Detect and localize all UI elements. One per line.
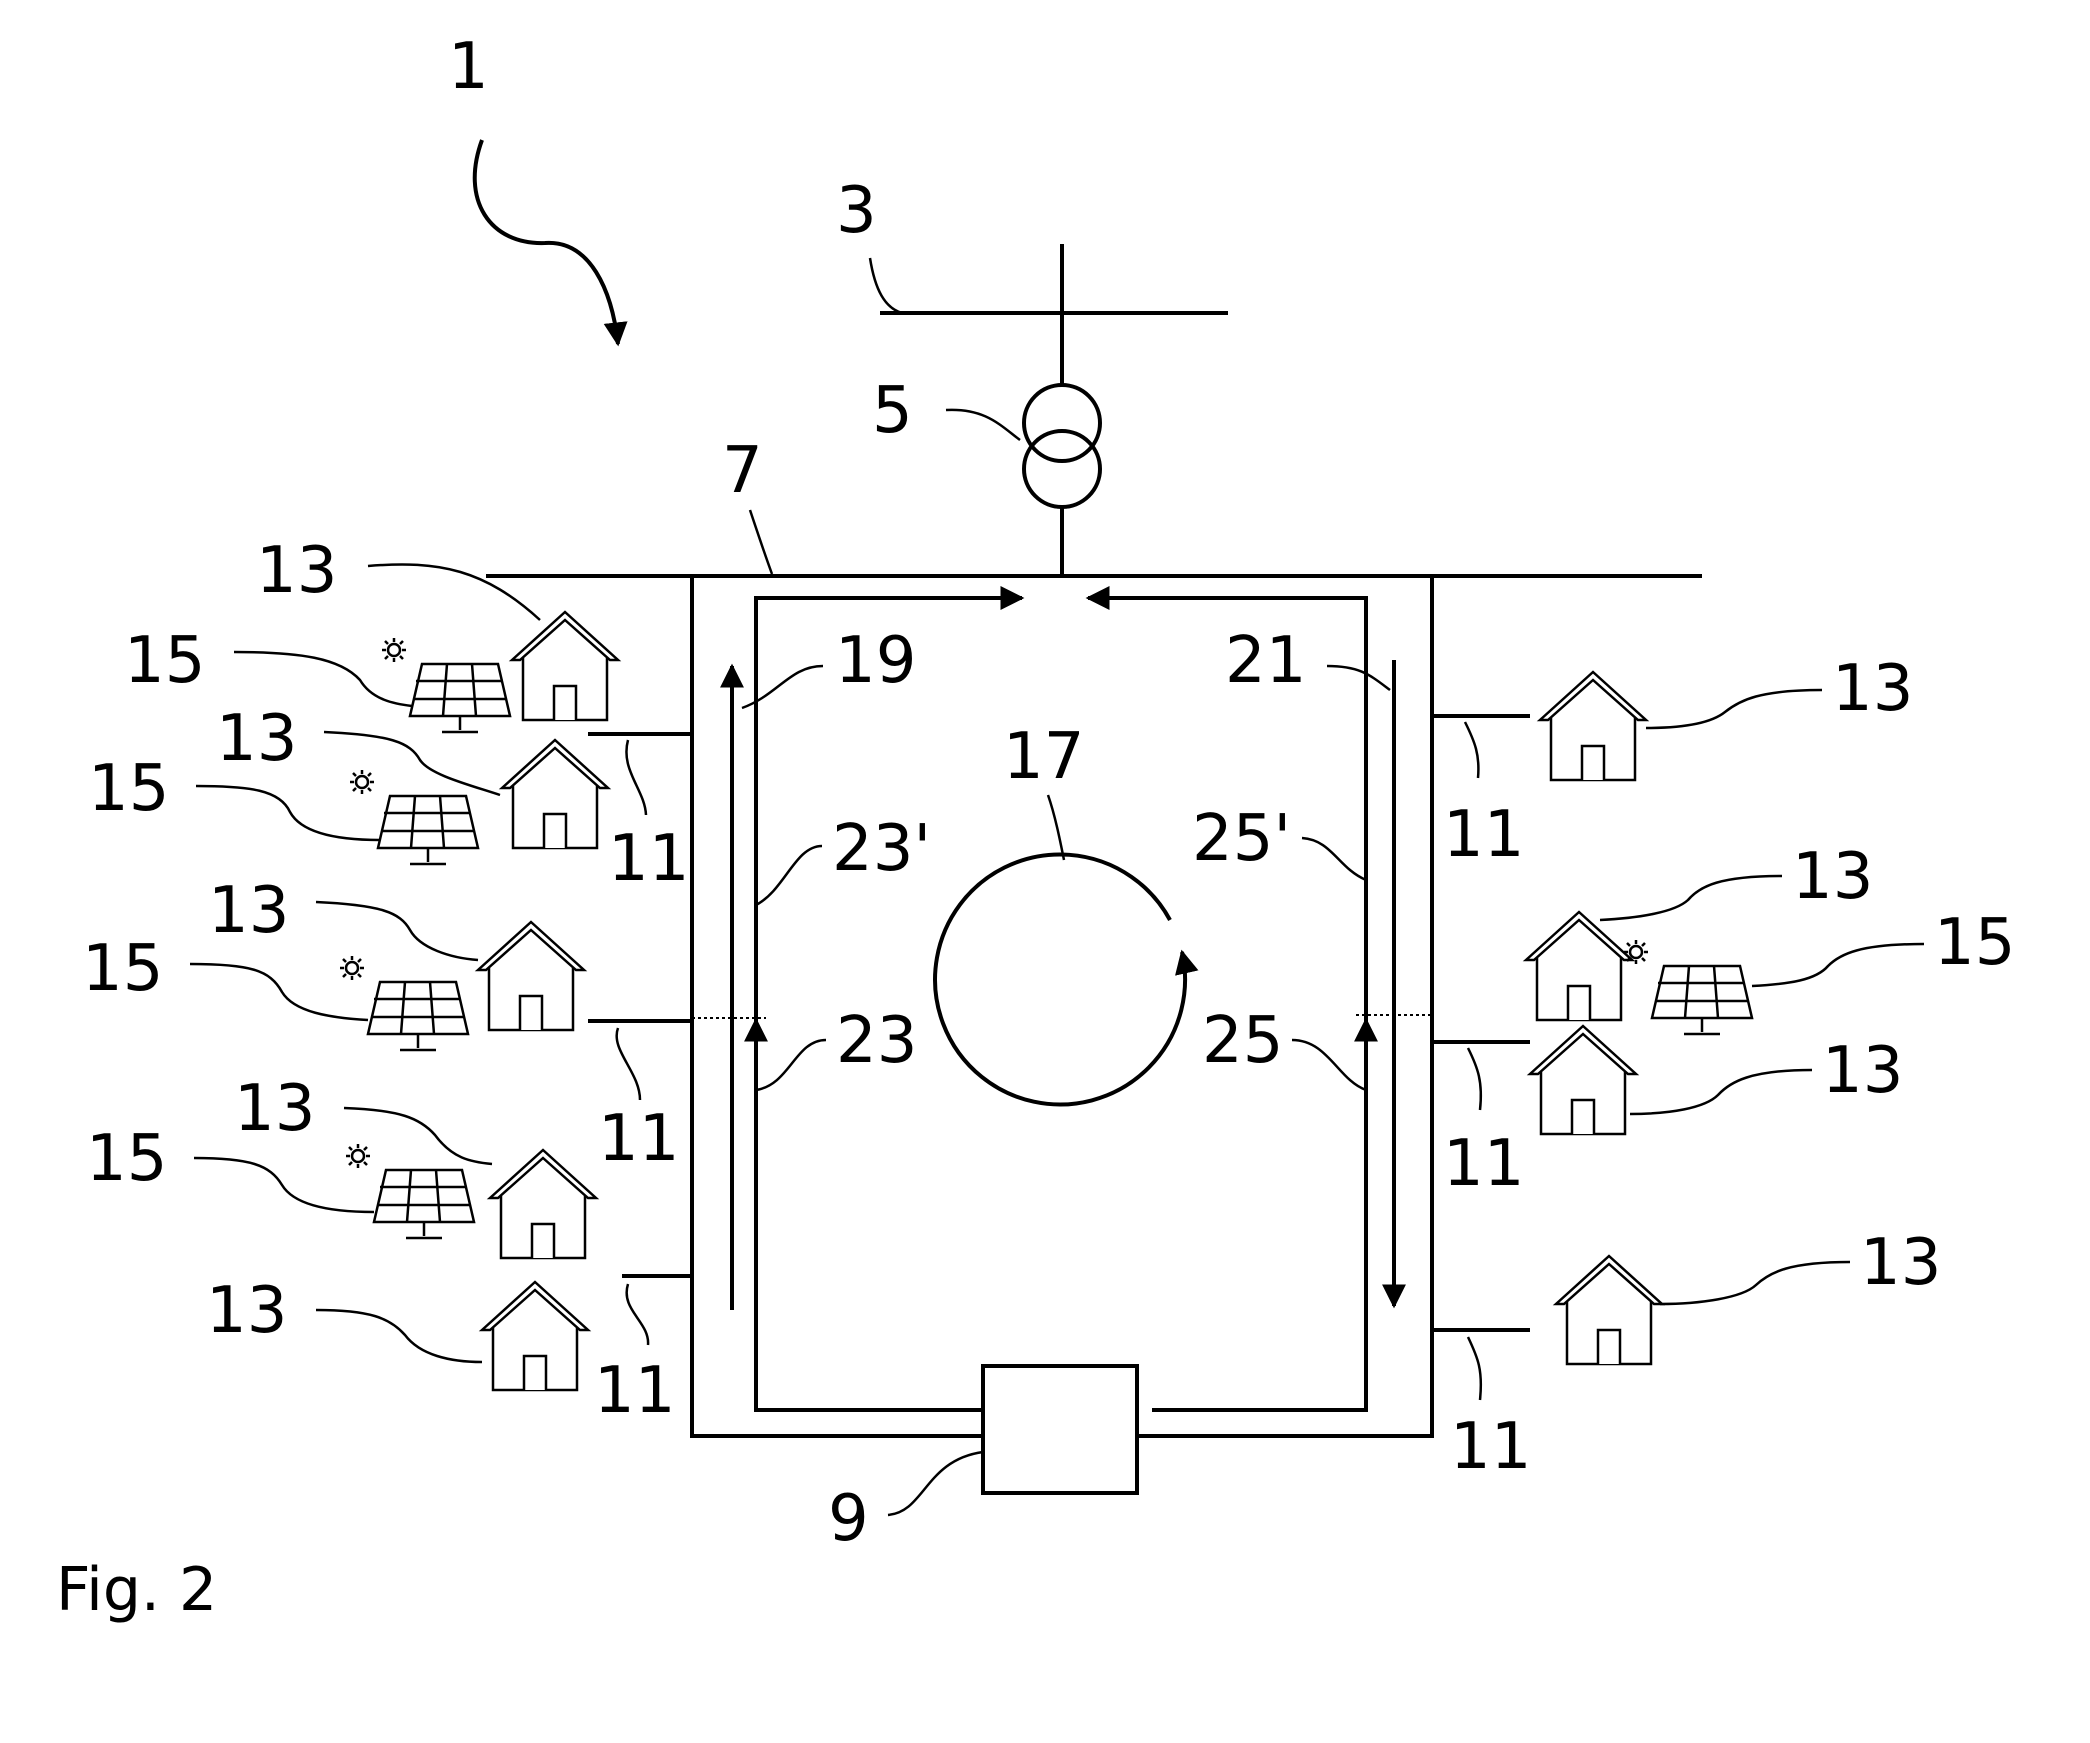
label-flow-right: 21 <box>1225 624 1306 698</box>
system-arrow <box>472 139 628 347</box>
house-icon <box>476 920 586 1032</box>
house-leader <box>1645 688 1823 730</box>
solar-panel-icon <box>348 768 480 866</box>
label-left-upper: 23' <box>832 812 931 886</box>
unit-leader <box>887 1450 984 1517</box>
label-house: 13 <box>1792 840 1873 914</box>
label-left-lower: 23 <box>836 1004 917 1078</box>
house-leader <box>343 1106 493 1166</box>
main-loop-conductor <box>690 576 1434 1438</box>
label-system: 1 <box>448 30 489 104</box>
label-branch-right-1: 11 <box>1443 798 1524 872</box>
house-icon <box>500 738 610 850</box>
label-branch-right-2: 11 <box>1443 1127 1524 1201</box>
label-unit: 9 <box>828 1482 869 1556</box>
house-icon <box>488 1148 598 1260</box>
label-flow-left: 19 <box>835 624 916 698</box>
label-house: 13 <box>1822 1034 1903 1108</box>
house-icon <box>1524 910 1634 1022</box>
label-solar: 15 <box>88 752 169 826</box>
label-house: 13 <box>1860 1226 1941 1300</box>
grid-leader <box>868 257 903 315</box>
label-house: 13 <box>1832 652 1913 726</box>
solar-leader <box>189 962 369 1022</box>
transformer-leader <box>945 408 1021 441</box>
transformer-coil-lower <box>1022 429 1102 509</box>
solar-panel-icon <box>380 636 512 734</box>
label-transformer: 5 <box>872 374 913 448</box>
busbar-leader <box>748 509 774 575</box>
solar-leader <box>1751 942 1925 988</box>
flow-right-leader <box>1326 664 1391 691</box>
label-right-lower: 25 <box>1202 1004 1283 1078</box>
house-icon <box>1528 1024 1638 1136</box>
solar-leader <box>233 650 413 708</box>
solar-leader <box>193 1156 375 1214</box>
branch-right-1-leader <box>1463 721 1480 779</box>
branch-right-2-leader <box>1466 1047 1483 1111</box>
house-leader <box>367 563 541 621</box>
label-solar: 15 <box>86 1122 167 1196</box>
label-solar: 15 <box>124 624 205 698</box>
label-branch-left-1: 11 <box>608 822 689 896</box>
right-upper-leader <box>1301 836 1367 882</box>
label-house: 13 <box>206 1274 287 1348</box>
branch-left-1-leader <box>625 739 648 816</box>
branch-left-2-leader <box>615 1027 642 1101</box>
solar-panel-icon <box>1622 938 1754 1036</box>
house-leader <box>323 730 501 797</box>
label-house: 13 <box>256 534 337 608</box>
house-leader <box>315 900 479 962</box>
solar-panel-icon <box>338 954 470 1052</box>
flow-path <box>754 586 1025 1412</box>
label-house: 13 <box>234 1072 315 1146</box>
house-leader <box>1599 874 1783 922</box>
house-icon <box>1554 1254 1664 1366</box>
label-house: 13 <box>208 874 289 948</box>
circulation-leader <box>1046 794 1066 861</box>
flow-path-right <box>1085 586 1368 1412</box>
control-unit <box>981 1364 1139 1495</box>
label-branch-left-2: 11 <box>598 1102 679 1176</box>
label-solar: 15 <box>1934 906 2015 980</box>
label-right-upper: 25' <box>1192 802 1291 876</box>
house-icon <box>510 610 620 722</box>
solar-leader <box>195 784 381 842</box>
house-leader <box>1629 1068 1813 1116</box>
figure-caption: Fig. 2 <box>56 1555 217 1625</box>
label-branch-right-3: 11 <box>1450 1410 1531 1484</box>
house-icon <box>1538 670 1648 782</box>
house-icon <box>480 1280 590 1392</box>
house-leader <box>315 1308 483 1364</box>
label-grid: 3 <box>836 174 877 248</box>
label-house: 13 <box>216 702 297 776</box>
right-lower-leader <box>1291 1038 1367 1092</box>
branch-left-3-leader <box>625 1283 650 1346</box>
label-solar: 15 <box>82 932 163 1006</box>
flow-left-leader <box>741 664 824 710</box>
solar-panel-icon <box>344 1142 476 1240</box>
label-busbar: 7 <box>722 434 763 508</box>
left-lower-leader <box>755 1038 827 1092</box>
house-leader <box>1659 1260 1851 1306</box>
transformer-coil-upper <box>1022 383 1102 463</box>
label-circulation: 17 <box>1003 720 1084 794</box>
branch-right-3-leader <box>1466 1336 1483 1401</box>
circulation-arrow <box>933 852 1199 1107</box>
left-upper-leader <box>755 844 823 907</box>
label-branch-left-3: 11 <box>594 1354 675 1428</box>
